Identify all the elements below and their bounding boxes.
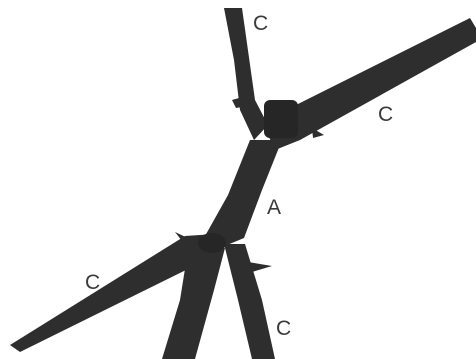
top-junction-knot <box>264 100 298 138</box>
bud-top-left <box>232 96 248 108</box>
label-a: A <box>267 197 281 218</box>
label-c-top: C <box>253 13 268 34</box>
label-c-right: C <box>378 104 393 125</box>
label-c-left: C <box>85 272 100 293</box>
label-c-bottom: C <box>276 318 291 339</box>
lower-junction-node <box>198 233 226 253</box>
branch-a-main-stem <box>205 140 282 250</box>
branch-c-bottom <box>224 244 275 359</box>
thorn-lower-right <box>248 262 272 272</box>
